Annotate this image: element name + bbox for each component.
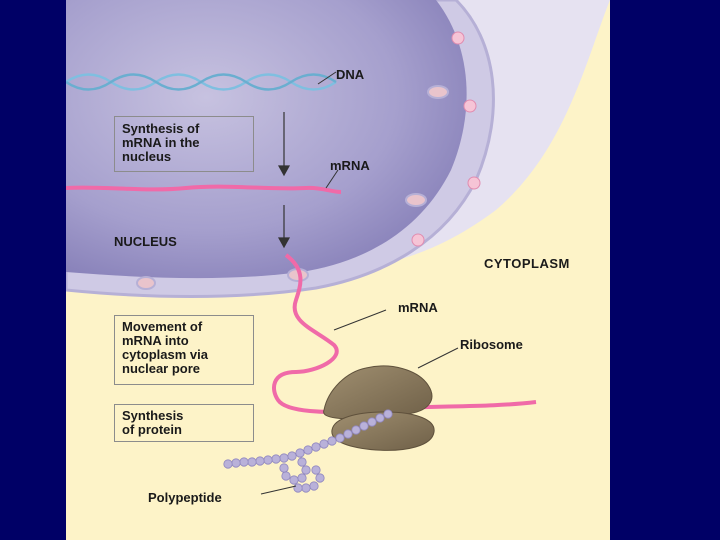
step-text-mrna-export: Movement of mRNA into cytoplasm via nucl… bbox=[122, 319, 208, 376]
flow-arrow bbox=[277, 112, 291, 249]
label-dna: DNA bbox=[336, 67, 365, 82]
polypeptide-chain bbox=[223, 409, 393, 493]
step-text-protein-synthesis: Synthesis of protein bbox=[122, 408, 184, 437]
label-mrna-cytoplasm: mRNA bbox=[398, 300, 438, 315]
step-text-mrna-synthesis: Synthesis of mRNA in the nucleus bbox=[122, 121, 200, 164]
step-box-mrna-export bbox=[114, 315, 254, 385]
step-box-protein-synthesis bbox=[114, 404, 254, 442]
label-ribosome: Ribosome bbox=[460, 337, 523, 352]
label-polypeptide: Polypeptide bbox=[148, 490, 222, 505]
diagram-svg bbox=[66, 0, 610, 495]
mrna-strand-nucleus bbox=[66, 184, 342, 194]
mrna-nucleus-leader bbox=[325, 169, 339, 189]
step-box-mrna-synthesis bbox=[114, 116, 254, 172]
left-frame bbox=[0, 0, 66, 540]
nucleus bbox=[66, 0, 467, 279]
er-ribosome bbox=[411, 31, 481, 247]
right-frame bbox=[610, 0, 720, 540]
ribosome bbox=[323, 365, 435, 451]
dna-leader bbox=[317, 71, 337, 85]
polypeptide-leader bbox=[260, 485, 297, 495]
ribosome-leader bbox=[417, 347, 459, 369]
label-nucleus: NUCLEUS bbox=[114, 234, 177, 249]
label-cytoplasm: CYTOPLASM bbox=[484, 256, 570, 271]
mrna-cytoplasm-leader bbox=[333, 309, 387, 331]
label-mrna-nucleus: mRNA bbox=[330, 158, 370, 173]
diagram-panel: DNA mRNA NUCLEUS CYTOPLASM mRNA Ribosome… bbox=[66, 0, 610, 540]
dna-helix bbox=[66, 73, 337, 91]
